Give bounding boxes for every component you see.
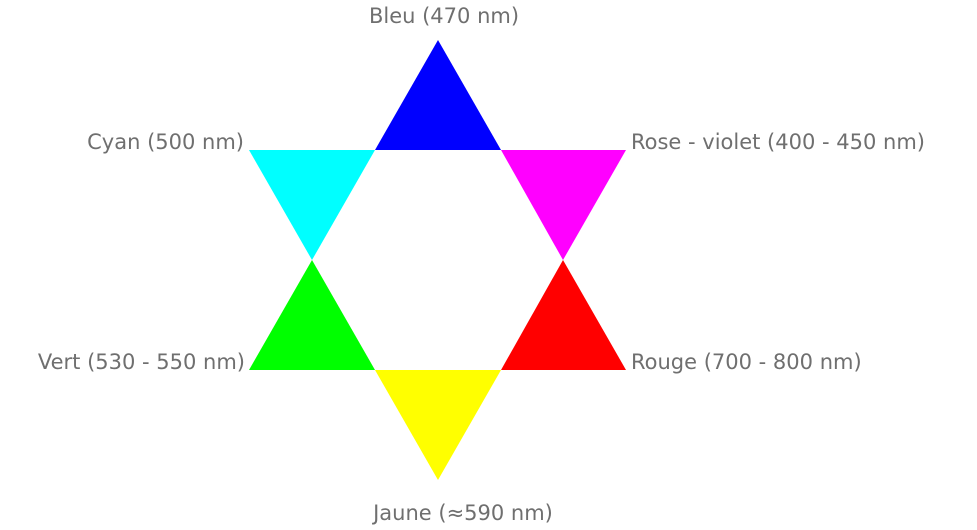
cyan-triangle [249,150,375,260]
label-cyan: Cyan (500 nm) [87,130,244,154]
label-green: Vert (530 - 550 nm) [38,350,245,374]
label-blue: Bleu (470 nm) [369,4,519,28]
magenta-triangle [501,150,626,260]
label-red: Rouge (700 - 800 nm) [631,350,862,374]
blue-triangle [375,40,501,150]
label-magenta: Rose - violet (400 - 450 nm) [631,130,925,154]
green-triangle [249,260,375,370]
yellow-triangle [375,370,501,480]
red-triangle [501,260,626,370]
label-yellow: Jaune (≈590 nm) [371,501,553,525]
